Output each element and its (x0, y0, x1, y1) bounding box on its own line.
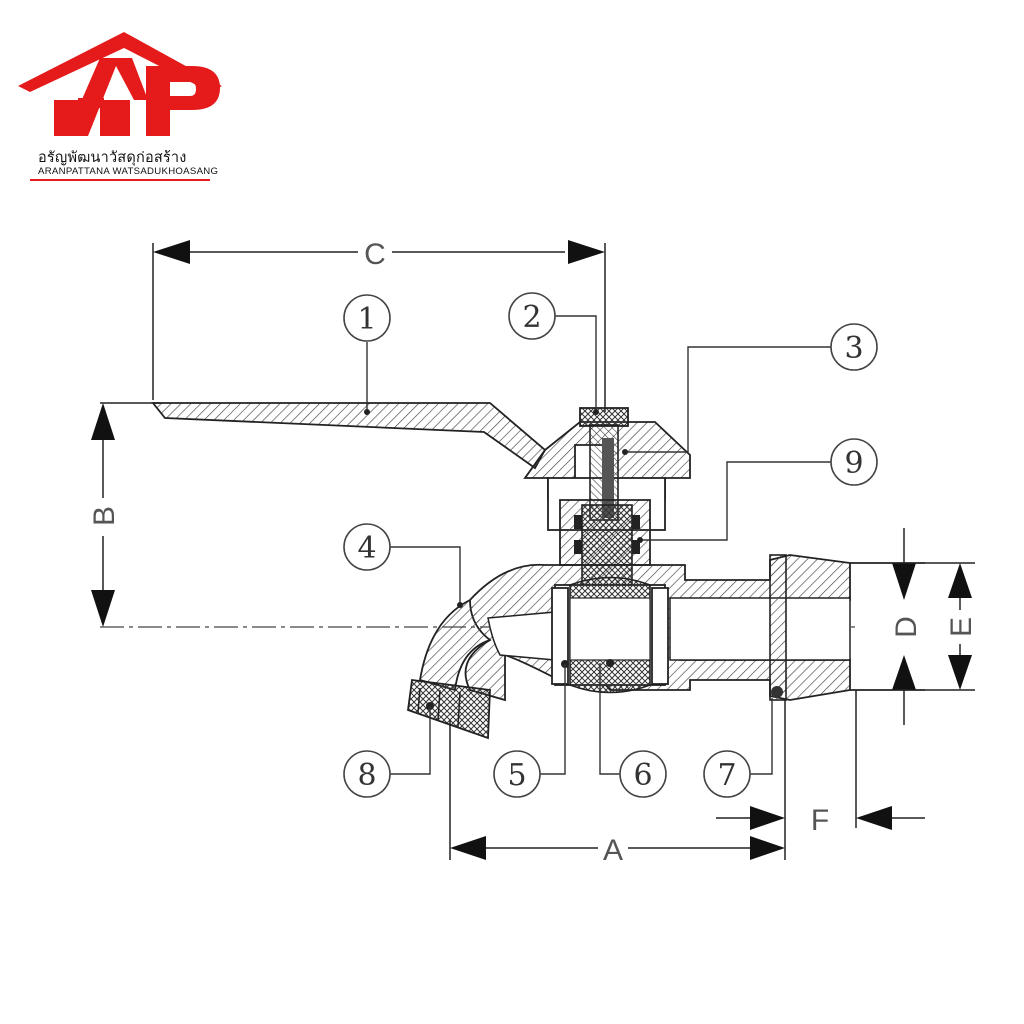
o-ring (771, 686, 783, 698)
brand-name-thai: อรัญพัฒนาวัสดุก่อสร้าง (38, 150, 187, 166)
brand-underline (30, 179, 210, 181)
callout-label-7: 7 (717, 758, 736, 793)
callout-label-8: 8 (357, 758, 376, 793)
dimension-label-f: F (811, 804, 829, 837)
dimension-label-b: B (88, 506, 121, 526)
callout-3: 3 (622, 323, 878, 455)
brand-name-english: ARANPATTANA WATSADUKHOASANG (38, 166, 219, 177)
callout-9: 9 (637, 438, 878, 543)
callout-2: 2 (508, 292, 599, 415)
dimension-label-a: A (603, 834, 623, 867)
connector-collar (769, 554, 787, 701)
callout-1: 1 (343, 294, 391, 415)
callout-label-2: 2 (522, 300, 541, 335)
callout-label-3: 3 (844, 331, 863, 366)
dimension-e: E (850, 562, 978, 691)
dimension-label-c: C (364, 238, 386, 271)
hose-nozzle (407, 678, 491, 740)
callout-label-9: 9 (844, 446, 863, 481)
callout-7: 7 (703, 698, 773, 798)
callout-6: 6 (599, 663, 667, 798)
dimension-label-d: D (890, 616, 923, 638)
callout-8: 8 (343, 706, 431, 798)
logo-mark: AP (18, 32, 222, 136)
dimension-a: A (449, 700, 786, 867)
dimension-f: F (716, 690, 925, 837)
dimension-label-e: E (945, 617, 978, 637)
dimension-c: C (152, 236, 606, 412)
seat-left (551, 587, 569, 685)
stem-top (579, 407, 629, 427)
callout-label-5: 5 (507, 758, 526, 793)
callout-label-6: 6 (633, 758, 652, 793)
seat-right (651, 587, 669, 685)
callout-label-1: 1 (357, 302, 376, 337)
callout-label-4: 4 (357, 531, 376, 566)
spout (418, 599, 491, 692)
stem-core (602, 438, 614, 518)
handle-lever (151, 402, 547, 470)
callout-5: 5 (493, 664, 566, 798)
dimension-d: D (850, 528, 925, 725)
callout-4: 4 (343, 523, 463, 608)
